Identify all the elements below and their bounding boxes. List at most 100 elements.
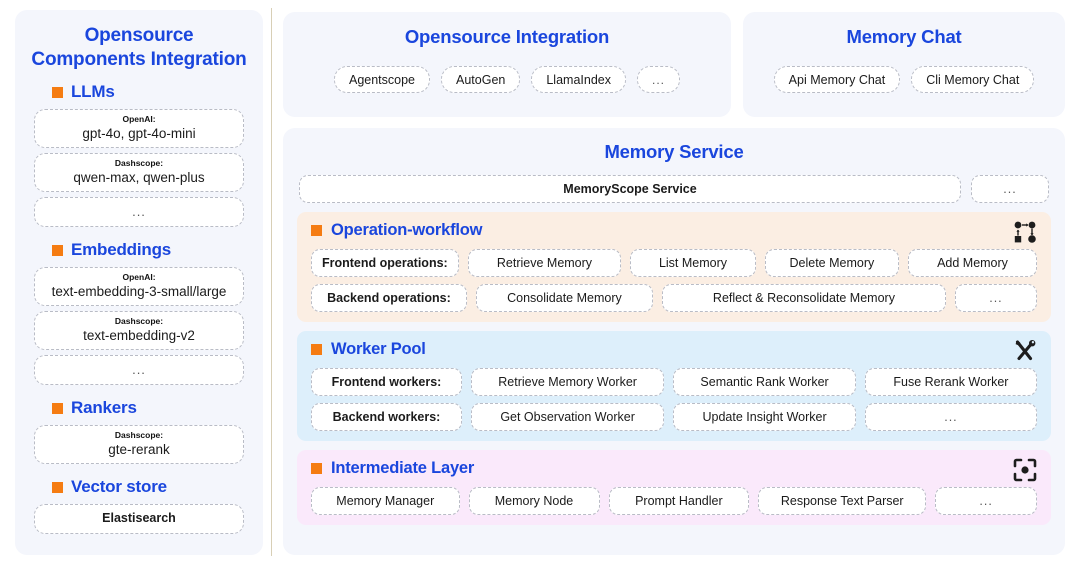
section-item-pill[interactable]: Delete Memory xyxy=(764,249,899,277)
orange-square-bullet-icon xyxy=(311,225,322,236)
section-item-pill[interactable]: Memory Manager xyxy=(311,487,460,515)
memory-service-title: Memory Service xyxy=(604,141,744,162)
opensource-integration-pill-row: Agentscope AutoGen LlamaIndex... xyxy=(283,66,731,93)
sidebar-component-pill[interactable]: Elastisearch xyxy=(34,504,244,534)
section-item-pill[interactable]: ... xyxy=(864,403,1037,431)
memory-service-panel: Memory Service MemoryScope Service ... O… xyxy=(283,128,1065,555)
component-provider-label: Dashscope: xyxy=(114,430,164,440)
sidebar-component-pill[interactable]: ... xyxy=(34,355,244,385)
memory-service-more-pill[interactable]: ... xyxy=(971,175,1049,203)
component-value-label: Elastisearch xyxy=(102,511,176,525)
memoryscope-service-pill[interactable]: MemoryScope Service xyxy=(299,175,961,203)
section-row-label: Frontend workers: xyxy=(311,368,462,396)
section-item-pill[interactable]: Prompt Handler xyxy=(608,487,750,515)
sidebar-group-label: Vector store xyxy=(71,477,167,496)
memory-service-top-row: MemoryScope Service ... xyxy=(283,175,1065,203)
section-header: Intermediate Layer xyxy=(297,459,1051,478)
component-provider-label: Dashscope: xyxy=(114,316,164,326)
section-label: Operation-workflow xyxy=(331,221,483,239)
sidebar-group-header: Embeddings xyxy=(27,240,251,260)
opensource-integration-pill[interactable]: Agentscope xyxy=(333,66,431,93)
orange-square-bullet-icon xyxy=(311,344,322,355)
orange-square-bullet-icon xyxy=(52,481,63,493)
orange-square-bullet-icon xyxy=(52,86,63,98)
opensource-integration-pill[interactable]: ... xyxy=(636,66,680,93)
opensource-integration-pill[interactable]: AutoGen xyxy=(441,66,521,93)
section-item-pill[interactable]: ... xyxy=(935,487,1037,515)
section-item-pill[interactable]: Fuse Rerank Worker xyxy=(864,368,1037,396)
sidebar-group-header: Vector store xyxy=(27,477,251,497)
tools-icon xyxy=(1012,338,1038,364)
section-item-pill[interactable]: Add Memory xyxy=(908,249,1037,277)
component-value-label: ... xyxy=(132,362,146,377)
section-item-pill[interactable]: Response Text Parser xyxy=(758,487,927,515)
section-row: Backend workers: Get Observation Worker Up… xyxy=(297,403,1051,431)
orange-square-bullet-icon xyxy=(311,463,322,474)
sidebar-component-pill[interactable]: ... xyxy=(34,197,244,227)
component-value-label: qwen-max, qwen-plus xyxy=(73,170,205,185)
section-item-pill[interactable]: Consolidate Memory xyxy=(475,284,654,312)
component-value-label: gpt-4o, gpt-4o-mini xyxy=(82,126,196,141)
section-item-pill[interactable]: ... xyxy=(954,284,1037,312)
section-label: Intermediate Layer xyxy=(331,459,475,477)
opensource-integration-pill[interactable]: LlamaIndex xyxy=(531,66,626,93)
section-item-pill[interactable]: Retrieve Memory xyxy=(467,249,622,277)
section-item-pill[interactable]: Semantic Rank Worker xyxy=(673,368,856,396)
sidebar-group-label: Rankers xyxy=(71,398,137,417)
component-value-label: ... xyxy=(132,204,146,219)
section-row-label: Backend workers: xyxy=(311,403,462,431)
orange-square-bullet-icon xyxy=(52,402,63,414)
orange-square-bullet-icon xyxy=(52,244,63,256)
section-item-pill[interactable]: Memory Node xyxy=(468,487,600,515)
section-item-pill[interactable]: Reflect & Reconsolidate Memory xyxy=(662,284,946,312)
sidebar-title: Opensource Components Integration xyxy=(31,25,247,70)
section-row: Frontend workers: Retrieve Memory Worker S… xyxy=(297,368,1051,396)
component-value-label: text-embedding-v2 xyxy=(83,328,195,343)
memory-chat-pill[interactable]: Cli Memory Chat xyxy=(911,66,1035,93)
section-item-pill[interactable]: Update Insight Worker xyxy=(673,403,856,431)
sidebar-group-label: Embeddings xyxy=(71,240,172,259)
memory-chat-pill[interactable]: Api Memory Chat xyxy=(773,66,901,93)
section-header: Worker Pool xyxy=(297,340,1051,359)
sidebar-component-pill[interactable]: OpenAI: gpt-4o, gpt-4o-mini xyxy=(34,109,244,148)
section-row-label: Frontend operations: xyxy=(311,249,459,277)
section-row: Backend operations: Consolidate Memory Ref… xyxy=(297,284,1051,312)
section-row: Frontend operations: Retrieve Memory List … xyxy=(297,249,1051,277)
sidebar-group-header: LLMs xyxy=(27,82,251,102)
section-item-pill[interactable]: Retrieve Memory Worker xyxy=(470,368,665,396)
opensource-integration-panel: Opensource Integration Agentscope AutoGen… xyxy=(283,12,731,117)
section-item-pill[interactable]: Get Observation Worker xyxy=(470,403,665,431)
opensource-integration-title: Opensource Integration xyxy=(404,26,610,47)
sidebar-component-pill[interactable]: Dashscope: qwen-max, qwen-plus xyxy=(34,153,244,192)
sidebar-group-label: LLMs xyxy=(71,82,115,101)
section-row-label: Backend operations: xyxy=(311,284,467,312)
component-value-label: gte-rerank xyxy=(108,442,170,457)
component-value-label: text-embedding-3-small/large xyxy=(51,284,227,299)
component-provider-label: Dashscope: xyxy=(114,158,164,168)
section-header: Operation-workflow xyxy=(297,221,1051,240)
component-provider-label: OpenAI: xyxy=(122,272,156,282)
component-provider-label: OpenAI: xyxy=(122,114,156,124)
sidebar-group-header: Rankers xyxy=(27,398,251,418)
focus-target-icon xyxy=(1012,457,1038,483)
section-row: Memory Manager Memory Node Prompt Handler R… xyxy=(297,487,1051,515)
memory-chat-pill-row: Api Memory Chat Cli Memory Chat xyxy=(743,66,1065,93)
workflow-nodes-icon xyxy=(1012,219,1038,245)
sidebar-component-pill[interactable]: Dashscope: gte-rerank xyxy=(34,425,244,464)
sidebar-component-pill[interactable]: Dashscope: text-embedding-v2 xyxy=(34,311,244,350)
sidebar-component-pill[interactable]: OpenAI: text-embedding-3-small/large xyxy=(34,267,244,306)
section-item-pill[interactable]: List Memory xyxy=(630,249,756,277)
section-label: Worker Pool xyxy=(331,340,426,358)
